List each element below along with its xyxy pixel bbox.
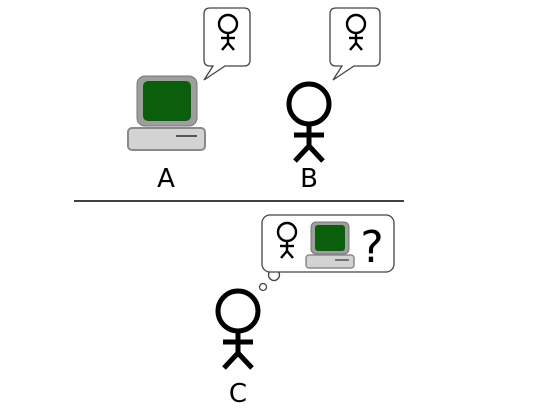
thought-bubble: ? xyxy=(258,214,395,292)
interrogator-c: ? C xyxy=(218,214,395,408)
stick-figure-icon xyxy=(218,291,258,368)
label-c: C xyxy=(229,379,247,408)
person-b: B xyxy=(289,7,381,194)
stick-figure-icon xyxy=(289,84,329,161)
computer-icon xyxy=(127,75,206,151)
label-b: B xyxy=(300,164,318,194)
question-mark: ? xyxy=(360,222,383,273)
speech-bubble-b xyxy=(329,7,381,81)
label-a: A xyxy=(157,164,175,194)
computer-icon xyxy=(305,221,355,269)
speech-bubble-a xyxy=(203,7,251,81)
computer-a: A xyxy=(127,7,251,194)
